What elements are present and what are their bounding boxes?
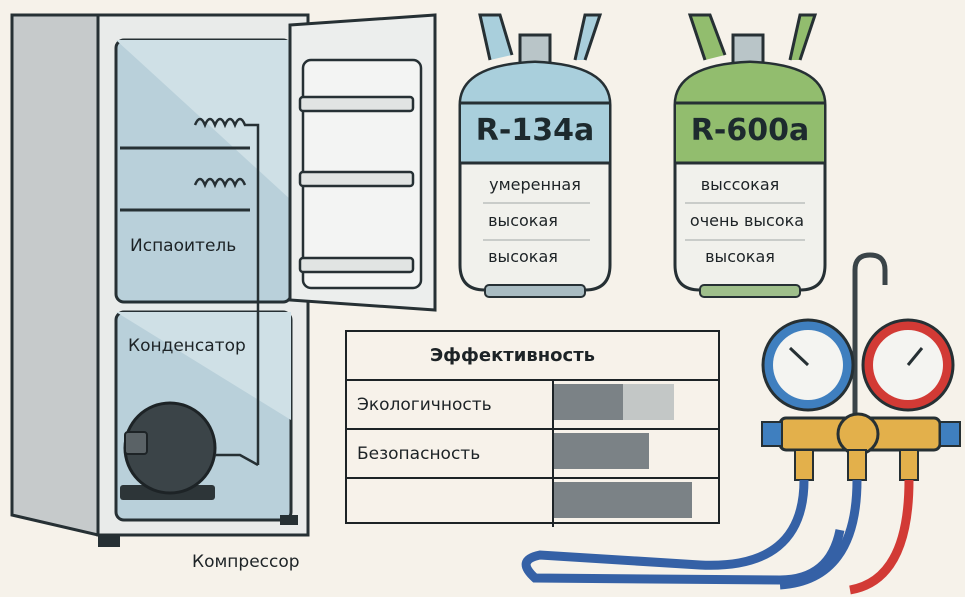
manifold-gauge-set <box>521 252 961 595</box>
efficiency-table: Эффективность Экологичность Безопасность <box>345 330 720 527</box>
row-label: Безопасность <box>347 430 554 477</box>
row-bar-cell <box>554 381 718 428</box>
table-row: Безопасность <box>347 430 718 479</box>
tank-row: высокая <box>488 211 558 230</box>
refrigerator-door <box>288 13 437 312</box>
compressor-label: Компрессор <box>192 552 300 572</box>
tank-r134a <box>458 13 612 298</box>
primary-bar <box>554 433 650 469</box>
primary-bar <box>554 482 692 518</box>
tank-row: выссокая <box>700 175 780 194</box>
row-label <box>347 479 554 527</box>
table-row: Экологичность <box>347 381 718 430</box>
condenser-label: Конденсатор <box>128 336 246 356</box>
tank-row: высокая <box>705 247 775 266</box>
tank-name-r600a: R-600a <box>690 113 810 148</box>
evaporator-label: Испаоитель <box>130 236 237 256</box>
tank-row: очень высока <box>689 211 805 230</box>
tank-row: умеренная <box>489 175 581 194</box>
primary-bar <box>554 384 623 420</box>
row-bar-cell <box>554 430 718 477</box>
compressor-drawing <box>120 401 259 500</box>
row-label: Экологичность <box>347 381 554 428</box>
tank-r600a <box>673 13 827 298</box>
table-title: Эффективность <box>347 332 718 381</box>
tank-name-r134a: R-134a <box>475 113 595 148</box>
table-row <box>347 479 718 527</box>
tank-row: высокая <box>488 247 558 266</box>
row-bar-cell <box>554 479 718 527</box>
